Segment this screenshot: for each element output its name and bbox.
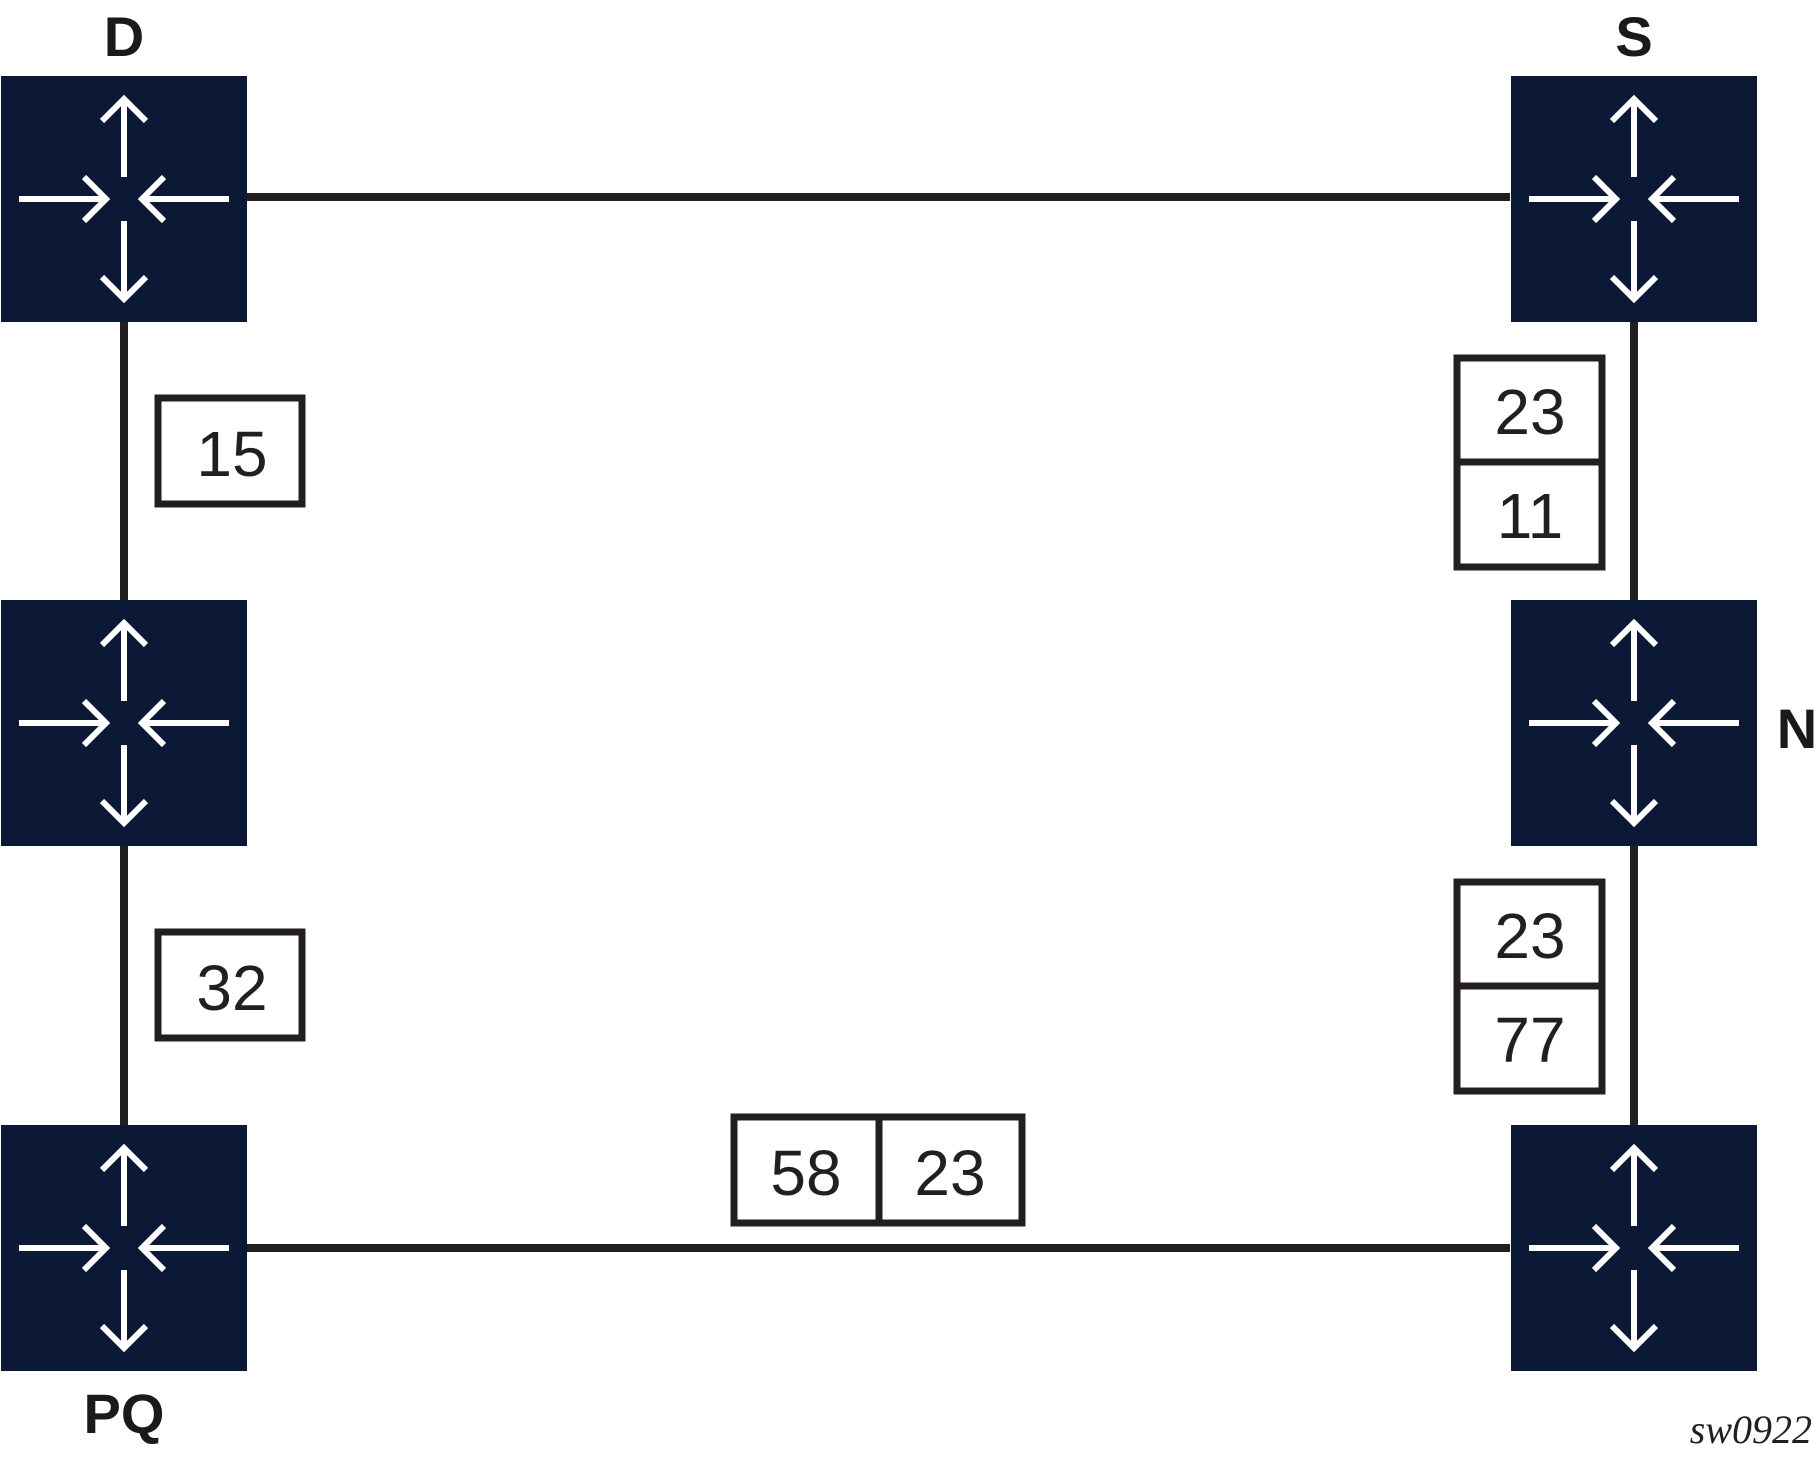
node-label-n: N xyxy=(1777,697,1817,760)
router-pq xyxy=(1,1125,247,1371)
label-value: 58 xyxy=(770,1137,841,1209)
router-d xyxy=(1,76,247,322)
label-value: 77 xyxy=(1494,1004,1565,1076)
label-value: 23 xyxy=(1494,376,1565,448)
label-stack-mid-to-pq: 32 xyxy=(154,928,306,1042)
router-s xyxy=(1511,76,1757,322)
label-stack-pq-to-bottom-right: 58 23 xyxy=(730,1113,1026,1227)
links xyxy=(120,193,1638,1252)
label-value: 15 xyxy=(196,418,267,490)
label-stack-n-to-bottom-right: 23 77 xyxy=(1453,878,1606,1095)
node-label-s: S xyxy=(1615,5,1652,68)
router-n xyxy=(1511,600,1757,846)
node-label-d: D xyxy=(104,5,144,68)
figure-id: sw0922 xyxy=(1690,1407,1812,1452)
label-value: 11 xyxy=(1497,480,1563,552)
label-stack-d-to-mid: 15 xyxy=(154,394,306,508)
label-value: 23 xyxy=(914,1137,985,1209)
label-value: 32 xyxy=(196,952,267,1024)
router-left-mid xyxy=(1,600,247,846)
label-stack-s-to-n: 23 11 xyxy=(1453,354,1606,571)
node-label-pq: PQ xyxy=(84,1382,165,1445)
label-value: 23 xyxy=(1494,900,1565,972)
router-bottom-right xyxy=(1511,1125,1757,1371)
